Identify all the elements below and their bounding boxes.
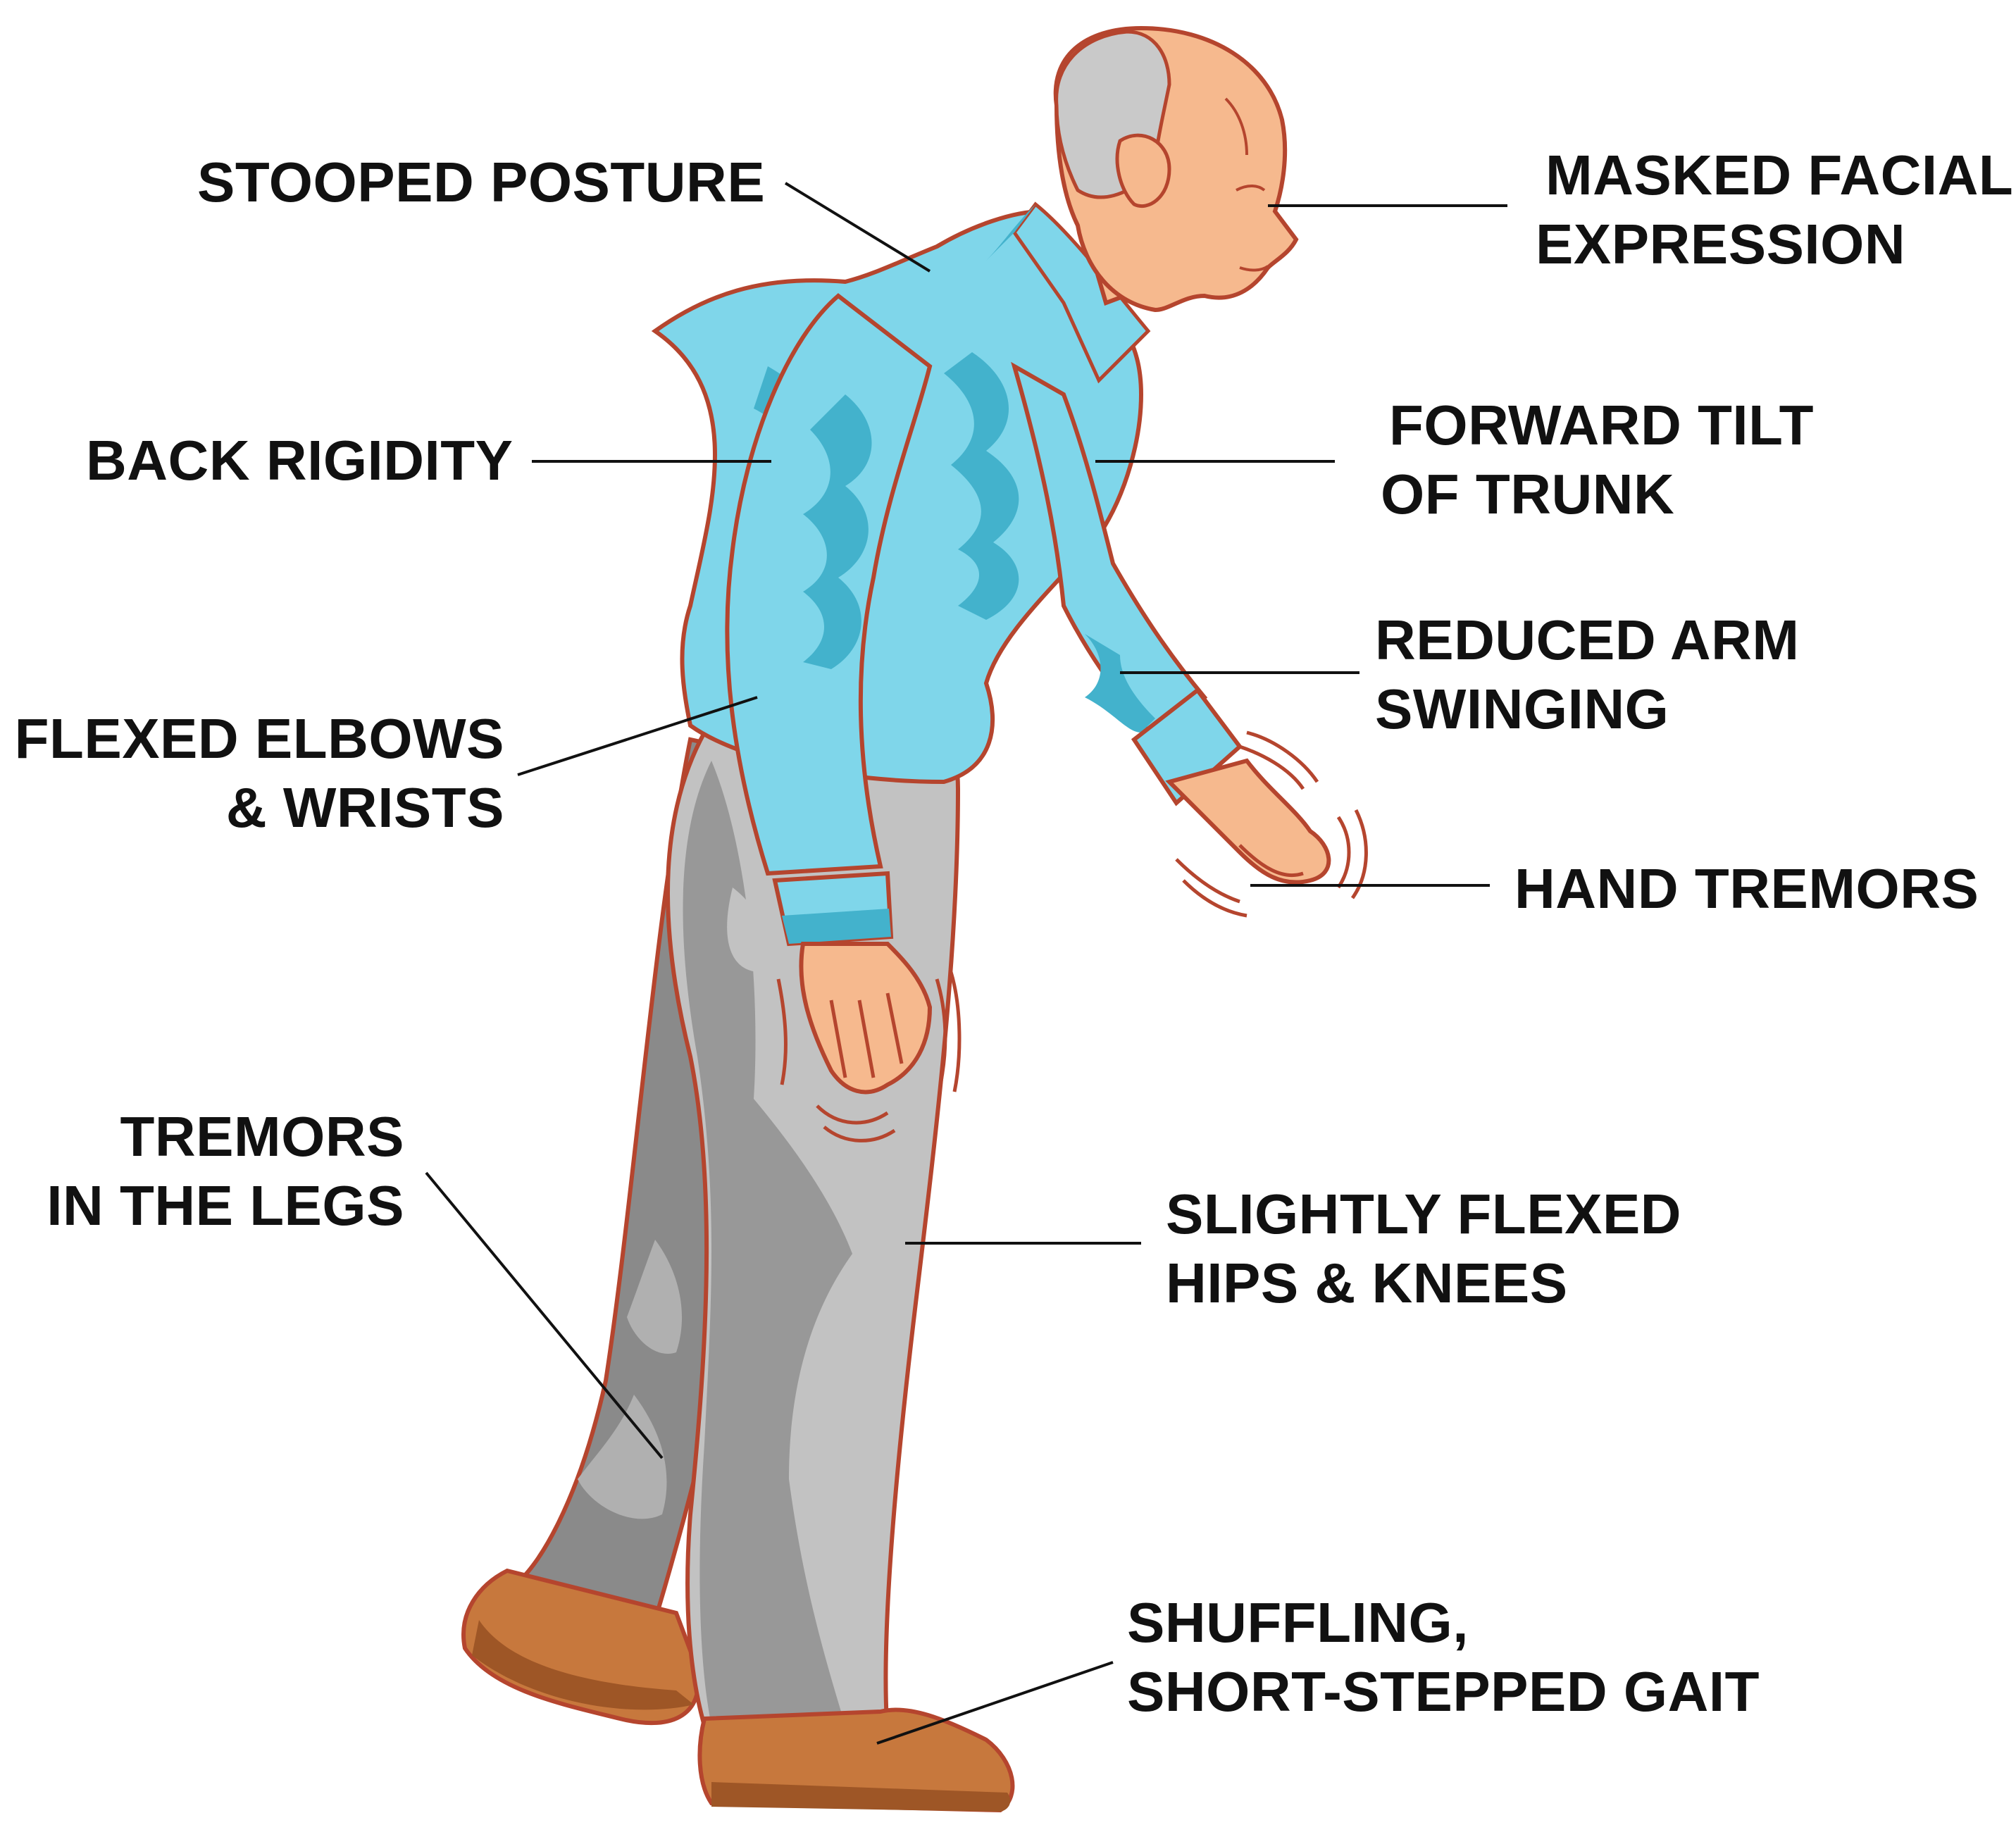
label-line: REDUCED ARM (1375, 606, 1800, 675)
label-line: SLIGHTLY FLEXED (1166, 1180, 1681, 1249)
leader-stooped-posture (785, 183, 930, 271)
label-line: & WRISTS (15, 773, 504, 842)
label-line: SWINGING (1375, 675, 1800, 744)
label-line: IN THE LEGS (46, 1171, 404, 1240)
head (1056, 28, 1296, 310)
leader-shuffling (877, 1662, 1113, 1743)
label-line: BACK RIGIDITY (86, 426, 514, 495)
label-shuffling-gait: SHUFFLING, SHORT-STEPPED GAIT (1127, 1588, 1760, 1726)
label-line: SHORT-STEPPED GAIT (1127, 1657, 1760, 1726)
label-forward-tilt-of-trunk: FORWARD TILT OF TRUNK (1381, 391, 1814, 529)
label-line: SHUFFLING, (1127, 1588, 1760, 1657)
label-flexed-elbows-wrists: FLEXED ELBOWS & WRISTS (15, 704, 504, 842)
label-line: FORWARD TILT (1381, 391, 1814, 460)
label-line: OF TRUNK (1381, 460, 1814, 529)
label-line: FLEXED ELBOWS (15, 704, 504, 773)
label-line: EXPRESSION (1536, 210, 2013, 279)
label-line: MASKED FACIAL (1536, 141, 2013, 210)
label-masked-facial-expression: MASKED FACIAL EXPRESSION (1536, 141, 2013, 279)
label-back-rigidity: BACK RIGIDITY (86, 426, 514, 495)
label-reduced-arm-swinging: REDUCED ARM SWINGING (1375, 606, 1800, 744)
label-hand-tremors: HAND TREMORS (1514, 854, 1979, 923)
label-stooped-posture: STOOPED POSTURE (197, 148, 765, 217)
label-line: STOOPED POSTURE (197, 148, 765, 217)
front-shoe (699, 1709, 1012, 1812)
label-line: HIPS & KNEES (1166, 1249, 1681, 1318)
label-line: TREMORS (46, 1102, 404, 1171)
label-line: HAND TREMORS (1514, 854, 1979, 923)
far-arm (1014, 366, 1366, 916)
label-tremors-in-the-legs: TREMORS IN THE LEGS (46, 1102, 404, 1240)
label-slightly-flexed-hips-knees: SLIGHTLY FLEXED HIPS & KNEES (1166, 1180, 1681, 1318)
